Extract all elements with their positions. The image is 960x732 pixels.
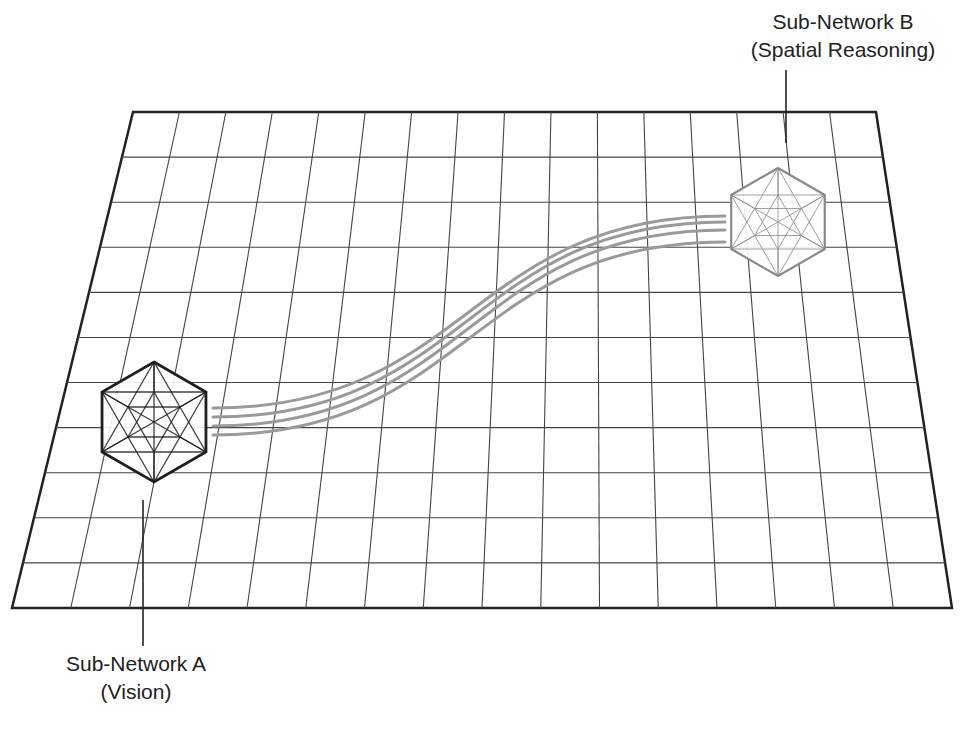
- grid-line: [188, 112, 272, 608]
- grid-line: [541, 112, 551, 608]
- icosahedron-edge: [102, 392, 206, 452]
- icosahedron-outline: [102, 362, 206, 482]
- grid-line: [830, 112, 894, 608]
- icosahedron-edge: [801, 209, 824, 250]
- icosahedron-edge: [102, 391, 154, 392]
- grid-line: [78, 337, 911, 338]
- grid-line: [247, 112, 319, 608]
- plane-outline: [12, 112, 952, 608]
- grid-line: [597, 112, 599, 608]
- connection-curve: [213, 222, 725, 417]
- grid-line: [130, 112, 226, 608]
- icosahedron-edge: [731, 195, 778, 196]
- icosahedron-edge: [128, 362, 154, 407]
- icosahedron-edge: [778, 195, 825, 196]
- grid-line: [690, 112, 717, 608]
- grid-line: [71, 112, 180, 608]
- icosahedron-edge: [731, 195, 825, 249]
- icosahedron-figure: [92, 350, 216, 494]
- grid-lines: [23, 112, 945, 608]
- grid-line: [122, 157, 883, 158]
- grid-line: [365, 112, 412, 608]
- subnetwork-label: Sub-Network A (Vision): [51, 650, 221, 707]
- grid-line: [34, 517, 938, 518]
- icosahedron-edge: [102, 451, 154, 452]
- icosahedron-edge: [154, 451, 206, 452]
- icosahedron-edge: [731, 195, 754, 236]
- icosahedron-node: Sub-Network A (Vision): [92, 350, 216, 494]
- icosahedron-edge: [755, 168, 778, 209]
- icosahedron-edge: [731, 195, 825, 249]
- subnetwork-label: Sub-Network B (Spatial Reasoning): [740, 8, 946, 65]
- connection-curve: [213, 242, 725, 435]
- grid-line: [23, 562, 945, 563]
- icosahedron-edge: [154, 437, 180, 482]
- icosahedron-outline: [731, 168, 825, 276]
- icosahedron-edge: [154, 391, 206, 392]
- icosahedron-edge: [154, 362, 180, 407]
- leader-line: [142, 500, 144, 646]
- grid-line: [482, 112, 505, 608]
- icosahedron-edge: [731, 249, 778, 250]
- icosahedron-edge: [778, 249, 825, 250]
- connection-curve: [213, 230, 725, 426]
- icosahedron-edge: [102, 392, 206, 452]
- icosahedron-node: Sub-Network B (Spatial Reasoning): [722, 148, 834, 296]
- connection-curve: [213, 216, 725, 408]
- icosahedron-edge: [755, 236, 778, 277]
- icosahedron-edge: [778, 168, 801, 209]
- grid-line: [644, 112, 658, 608]
- grid-line: [67, 382, 917, 383]
- icosahedron-edge: [778, 236, 801, 277]
- icosahedron-edge: [128, 437, 154, 482]
- icosahedron-figure: [722, 148, 834, 296]
- grid-line: [306, 112, 365, 608]
- leader-line: [785, 70, 787, 143]
- grid-line: [45, 472, 931, 473]
